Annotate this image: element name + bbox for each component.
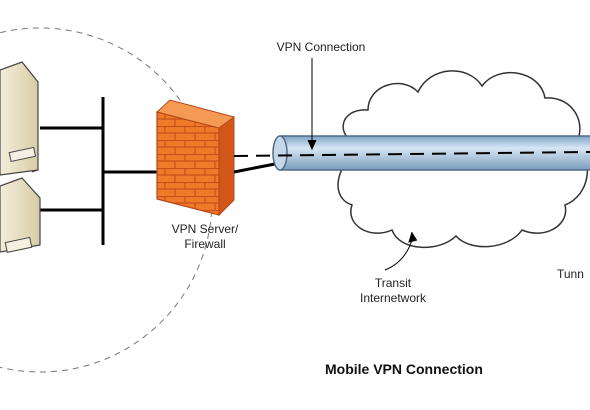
server-icon bbox=[0, 61, 39, 176]
transit-label-line2: Internetwork bbox=[359, 291, 427, 305]
firewall-icon bbox=[155, 99, 236, 217]
vpn-server-label-line1: VPN Server/ bbox=[171, 222, 239, 236]
label-pointers bbox=[307, 58, 418, 271]
tunnel-label: Tunn bbox=[557, 267, 584, 281]
server-icon bbox=[0, 177, 41, 253]
firewall-tunnel-link bbox=[233, 161, 281, 174]
transit-label: Transit Internetwork bbox=[338, 276, 448, 306]
vpn-server-label-line2: Firewall bbox=[184, 237, 226, 251]
vpn-connection-line bbox=[233, 151, 590, 157]
lan-wiring bbox=[40, 97, 160, 245]
diagram-caption: Mobile VPN Connection bbox=[325, 361, 483, 377]
vpn-connection-label: VPN Connection bbox=[276, 40, 366, 54]
vpn-server-label: VPN Server/ Firewall bbox=[150, 222, 260, 252]
transit-label-line1: Transit bbox=[374, 276, 412, 290]
